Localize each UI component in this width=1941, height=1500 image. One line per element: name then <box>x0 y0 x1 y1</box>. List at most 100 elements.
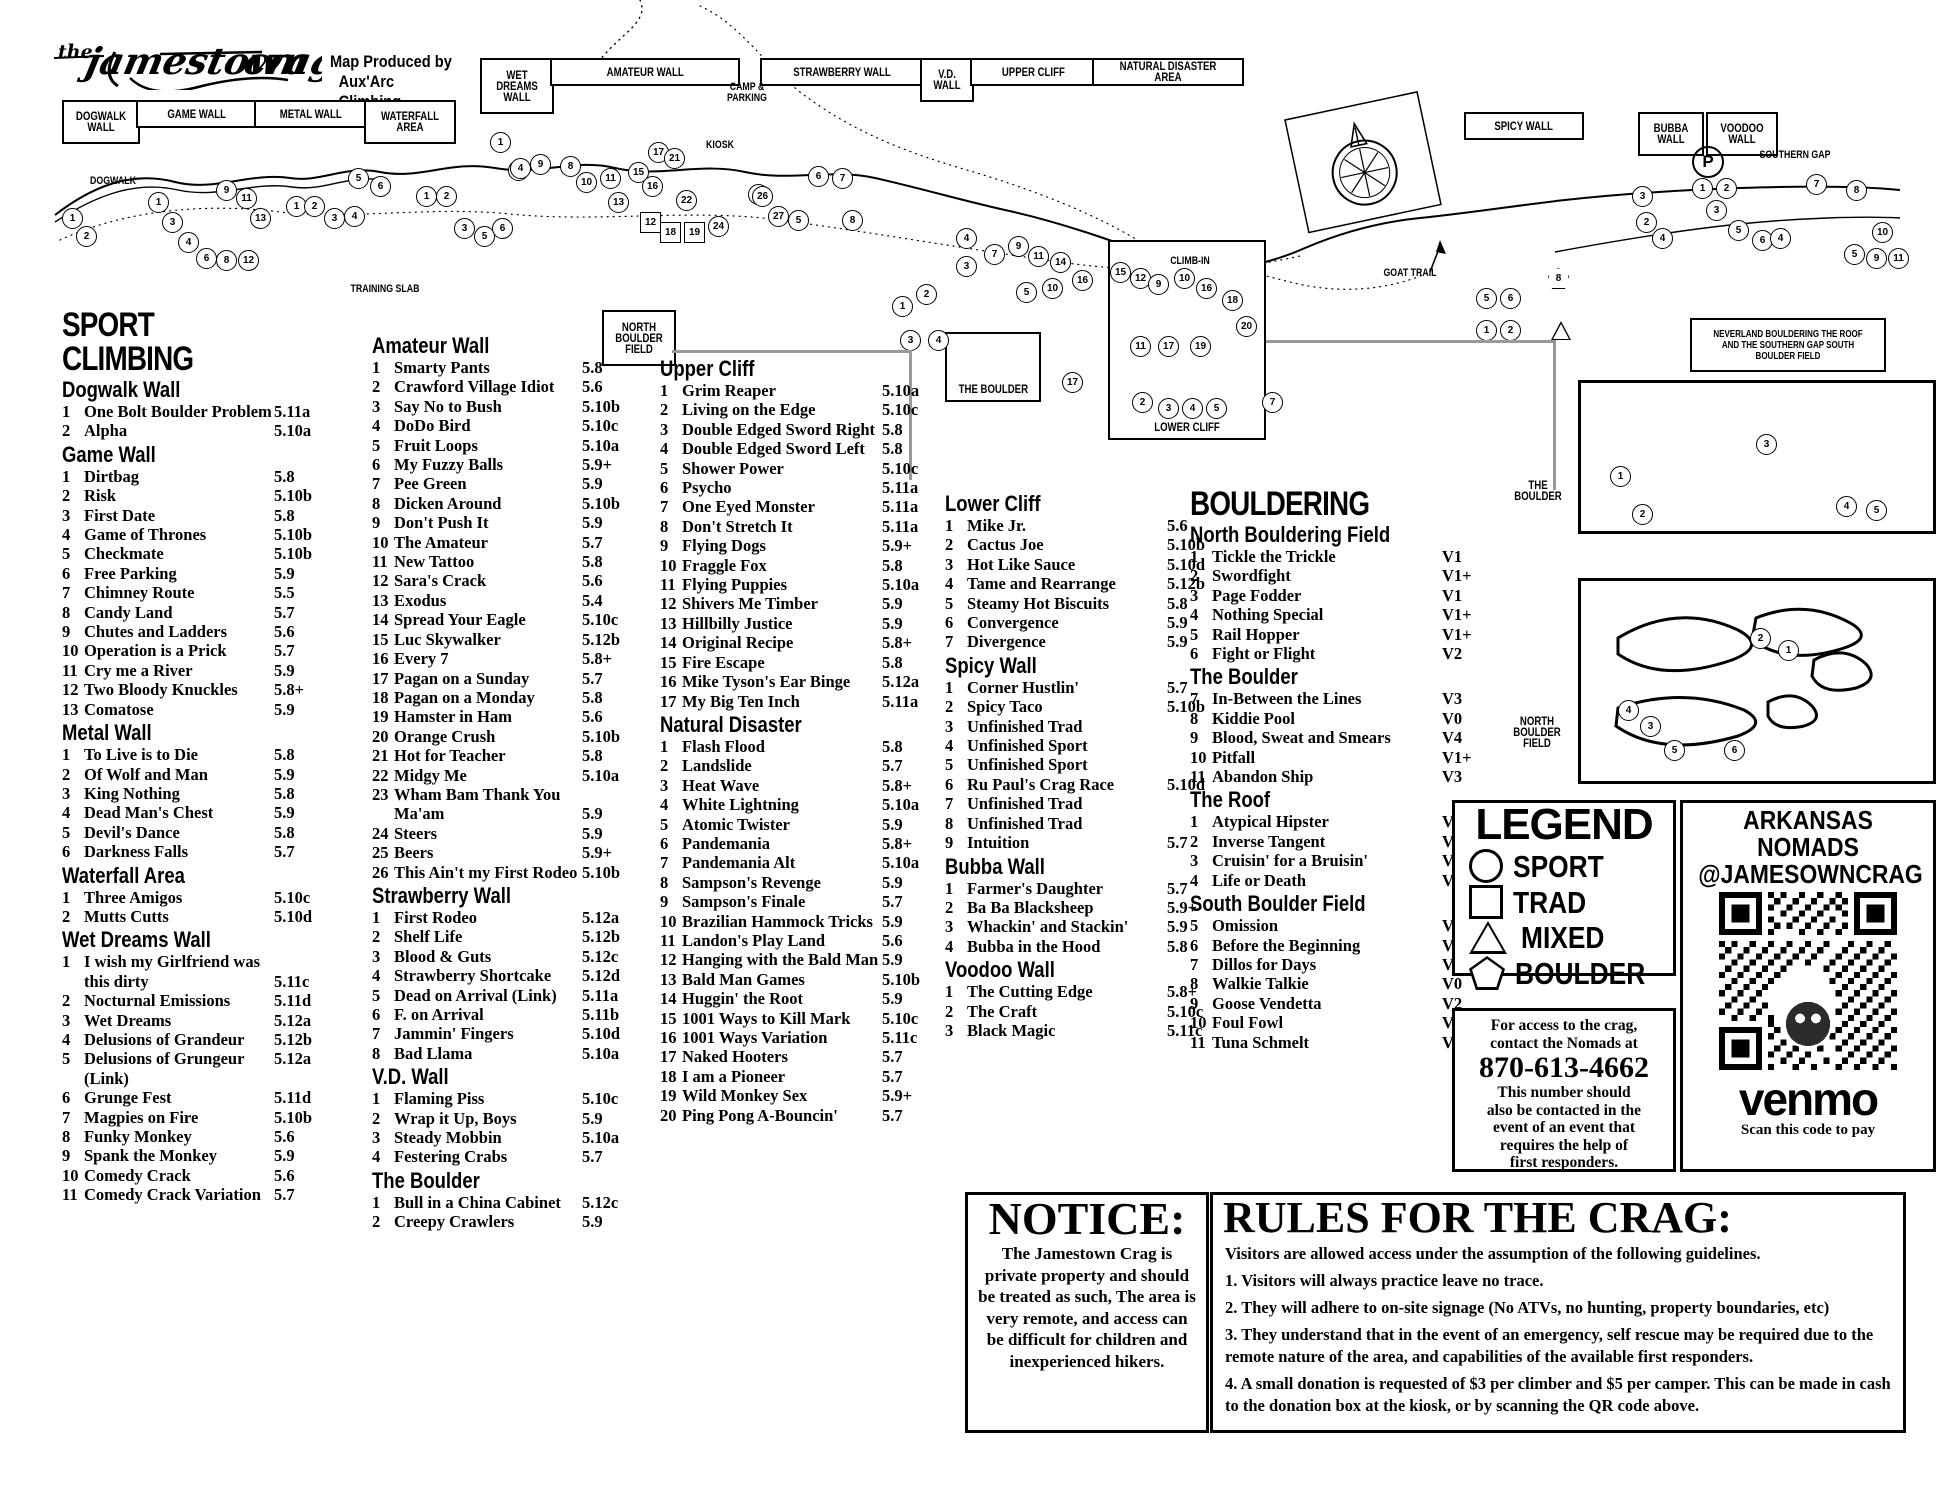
topo-node[interactable]: 8 <box>842 210 863 231</box>
topo-node[interactable]: 8 <box>1846 180 1867 201</box>
topo-node[interactable]: 15 <box>1110 262 1131 283</box>
topo-node[interactable]: 1 <box>892 296 913 317</box>
map-banner-north-boulder-field[interactable]: NORTH BOULDER FIELD <box>602 310 676 366</box>
topo-node[interactable]: 9 <box>216 180 237 201</box>
topo-node[interactable]: 4 <box>928 330 949 351</box>
topo-node[interactable]: 5 <box>1206 398 1227 419</box>
topo-node[interactable]: 4 <box>1652 228 1673 249</box>
topo-node[interactable]: 6 <box>370 176 391 197</box>
map-banner-waterfall-area[interactable]: WATERFALL AREA <box>364 100 456 144</box>
map-banner-metal-wall[interactable]: METAL WALL <box>254 100 368 128</box>
topo-node[interactable]: 2 <box>304 196 325 217</box>
topo-node[interactable]: 3 <box>900 330 921 351</box>
topo-node[interactable]: 3 <box>162 212 183 233</box>
inset-node[interactable]: 1 <box>1778 640 1799 661</box>
topo-node[interactable]: 3 <box>956 256 977 277</box>
topo-node[interactable]: 4 <box>178 232 199 253</box>
topo-node[interactable]: 6 <box>492 218 513 239</box>
topo-node[interactable]: 5 <box>1844 244 1865 265</box>
topo-node[interactable]: 16 <box>1196 278 1217 299</box>
inset-node[interactable]: 3 <box>1756 434 1777 455</box>
topo-node[interactable]: 11 <box>1130 336 1151 357</box>
topo-node[interactable]: 5 <box>474 226 495 247</box>
topo-node[interactable]: 10 <box>576 172 597 193</box>
topo-node[interactable]: 2 <box>436 186 457 207</box>
topo-node-trad[interactable]: 18 <box>660 222 681 243</box>
topo-node[interactable]: 1 <box>148 192 169 213</box>
inset-node[interactable]: 3 <box>1640 716 1661 737</box>
topo-node[interactable]: 9 <box>1866 248 1887 269</box>
topo-node[interactable]: 2 <box>1132 392 1153 413</box>
topo-node[interactable]: 13 <box>250 208 271 229</box>
topo-node[interactable]: 27 <box>768 206 789 227</box>
topo-node[interactable]: 6 <box>1500 288 1521 309</box>
venmo-qr-code[interactable] <box>1719 892 1897 1070</box>
topo-node[interactable]: 8 <box>560 156 581 177</box>
topo-node[interactable]: 8 <box>216 250 237 271</box>
map-banner-the-boulder[interactable]: THE BOULDER <box>945 332 1041 402</box>
topo-node[interactable]: 4 <box>1182 398 1203 419</box>
topo-node-trad[interactable]: 12 <box>640 212 661 233</box>
topo-node[interactable]: 11 <box>236 188 257 209</box>
topo-node[interactable]: 16 <box>1072 270 1093 291</box>
inset-node[interactable]: 5 <box>1664 740 1685 761</box>
topo-node[interactable]: 4 <box>1770 228 1791 249</box>
map-banner-amateur-wall[interactable]: AMATEUR WALL <box>550 58 740 86</box>
topo-node[interactable]: 2 <box>76 226 97 247</box>
topo-node[interactable]: 2 <box>1716 178 1737 199</box>
map-banner-bubba-wall[interactable]: BUBBA WALL <box>1638 112 1704 156</box>
topo-node[interactable]: 11 <box>1888 248 1909 269</box>
map-banner-strawberry-wall[interactable]: STRAWBERRY WALL <box>760 58 924 86</box>
inset-node[interactable]: 2 <box>1750 628 1771 649</box>
topo-node[interactable]: 3 <box>1632 186 1653 207</box>
topo-node[interactable]: 18 <box>1222 290 1243 311</box>
map-banner-vd-wall[interactable]: V.D. WALL <box>920 58 974 102</box>
topo-node[interactable]: 1 <box>1476 320 1497 341</box>
topo-node[interactable]: 4 <box>510 158 531 179</box>
topo-node[interactable]: 16 <box>642 176 663 197</box>
topo-node[interactable]: 10 <box>1174 268 1195 289</box>
topo-node[interactable]: 4 <box>344 206 365 227</box>
inset-node[interactable]: 5 <box>1866 500 1887 521</box>
topo-node[interactable]: 2 <box>1636 212 1657 233</box>
topo-node[interactable]: 9 <box>1148 274 1169 295</box>
topo-node[interactable]: 3 <box>454 218 475 239</box>
topo-node[interactable]: 1 <box>62 208 83 229</box>
topo-node[interactable]: 1 <box>416 186 437 207</box>
map-banner-game-wall[interactable]: GAME WALL <box>136 100 258 128</box>
topo-node-trad[interactable]: 19 <box>684 222 705 243</box>
topo-node[interactable]: 17 <box>1062 372 1083 393</box>
topo-node[interactable]: 3 <box>1158 398 1179 419</box>
topo-node[interactable]: 17 <box>1158 336 1179 357</box>
topo-node[interactable]: 3 <box>324 208 345 229</box>
topo-node-mixed[interactable] <box>1551 321 1571 341</box>
topo-node[interactable]: 20 <box>1236 316 1257 337</box>
topo-node[interactable]: 12 <box>238 250 259 271</box>
topo-node[interactable]: 9 <box>1008 236 1029 257</box>
topo-node[interactable]: 7 <box>984 244 1005 265</box>
topo-node[interactable]: 2 <box>1500 320 1521 341</box>
map-banner-natural-disaster[interactable]: NATURAL DISASTER AREA <box>1092 58 1244 86</box>
topo-node[interactable]: 5 <box>788 210 809 231</box>
topo-node[interactable]: 7 <box>1262 392 1283 413</box>
map-banner-upper-cliff[interactable]: UPPER CLIFF <box>970 58 1096 86</box>
topo-node[interactable]: 4 <box>956 228 977 249</box>
map-banner-spicy-wall[interactable]: SPICY WALL <box>1464 112 1584 140</box>
inset-node[interactable]: 2 <box>1632 504 1653 525</box>
topo-node[interactable]: 14 <box>1050 252 1071 273</box>
topo-node[interactable]: 5 <box>1016 282 1037 303</box>
topo-node[interactable]: 22 <box>676 190 697 211</box>
topo-node[interactable]: 19 <box>1190 336 1211 357</box>
topo-node[interactable]: 9 <box>530 154 551 175</box>
topo-node[interactable]: 10 <box>1042 278 1063 299</box>
topo-node[interactable]: 2 <box>916 284 937 305</box>
map-banner-wet-dreams-wall[interactable]: WET DREAMS WALL <box>480 58 554 114</box>
topo-node[interactable]: 7 <box>832 168 853 189</box>
inset-node[interactable]: 1 <box>1610 466 1631 487</box>
topo-node[interactable]: 21 <box>664 148 685 169</box>
map-banner-neverland[interactable]: NEVERLAND BOULDERING THE ROOF AND THE SO… <box>1690 318 1886 372</box>
inset-node[interactable]: 6 <box>1724 740 1745 761</box>
topo-node[interactable]: 5 <box>348 168 369 189</box>
topo-node[interactable]: 11 <box>600 168 621 189</box>
topo-node[interactable]: 15 <box>628 162 649 183</box>
